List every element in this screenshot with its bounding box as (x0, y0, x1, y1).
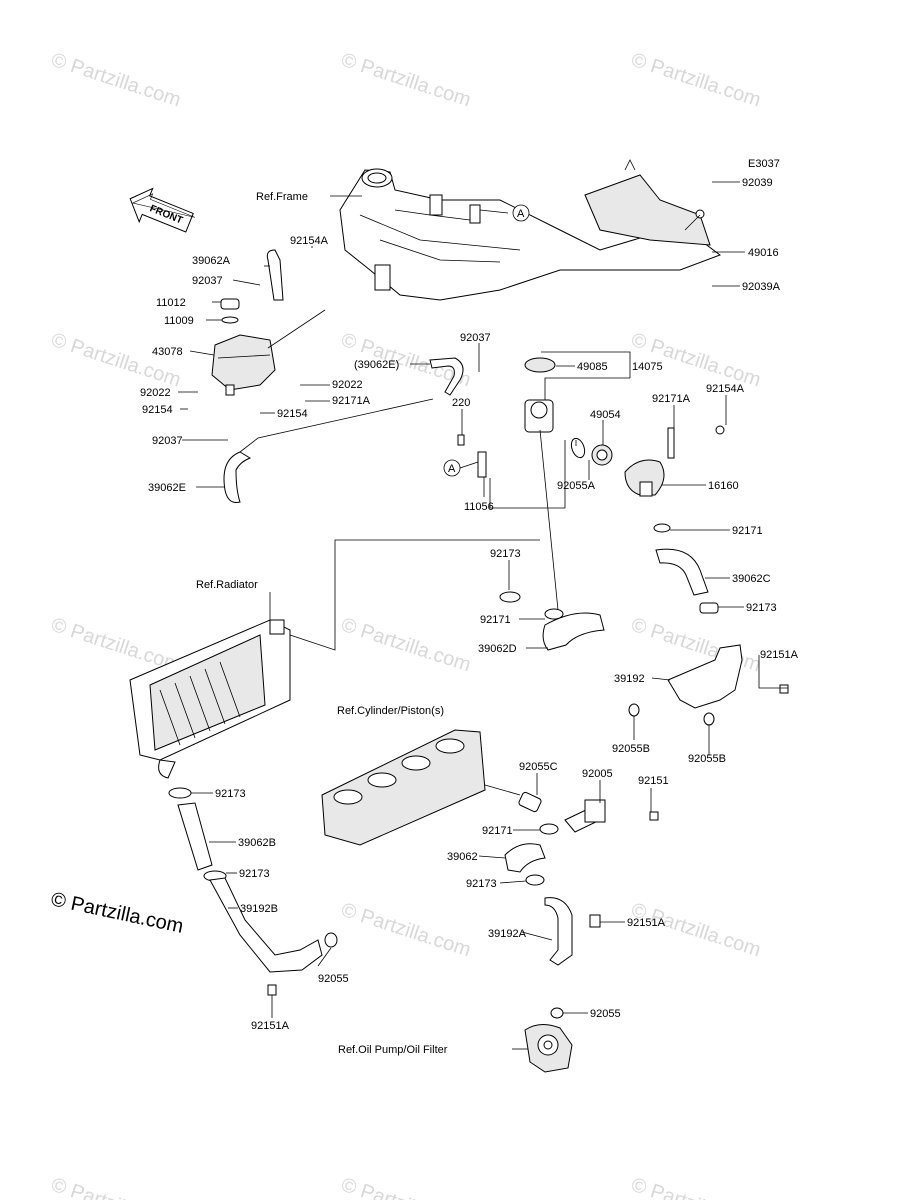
part-label: 92151A (627, 917, 666, 929)
part-label: 11056 (464, 501, 494, 513)
part-label: 92005 (582, 768, 613, 780)
callout-a-mid: A (443, 459, 479, 477)
callout-a-label: A (517, 208, 525, 220)
part-label: (39062E) (354, 359, 399, 371)
part-labels: 92039 49016 92039A 92154A 39062A 92037 1… (140, 177, 799, 1032)
radiator-drawing (129, 619, 291, 779)
cap-16160-drawing (624, 425, 725, 497)
part-label: 92037 (152, 435, 183, 447)
ref-cylinder-label: Ref.Cylinder/Piston(s) (337, 705, 444, 717)
part-label: 92173 (490, 548, 521, 560)
part-label: 92173 (239, 868, 270, 880)
reservoir-tank-drawing (211, 298, 276, 396)
part-label: 92055 (318, 973, 349, 985)
part-label: 92171 (482, 825, 513, 837)
hose-39062c-drawing (653, 523, 719, 614)
part-label: 92151 (638, 775, 669, 787)
part-label: 39062C (732, 573, 771, 585)
callout-a-label: A (448, 463, 456, 475)
part-label: 92173 (746, 602, 777, 614)
part-label: 11009 (164, 315, 194, 327)
ref-oil-pump-label: Ref.Oil Pump/Oil Filter (338, 1044, 448, 1056)
watermark: © Partzilla.com (338, 1174, 473, 1200)
part-label: 92055 (590, 1008, 621, 1020)
part-label: 92151A (760, 649, 799, 661)
part-label: 49016 (748, 247, 779, 259)
part-label: 92171A (332, 395, 371, 407)
cylinder-drawing (321, 729, 486, 846)
bracket-11056-drawing (457, 434, 487, 478)
thermostat-drawing (591, 444, 613, 466)
part-label: 92055C (519, 761, 558, 773)
watermark: © Partzilla.com (48, 329, 183, 392)
watermark: © Partzilla.com (338, 614, 473, 677)
watermark: © Partzilla.com (48, 49, 183, 112)
part-label: 92171 (480, 614, 511, 626)
part-label: 92154A (706, 383, 745, 395)
part-label: 39192B (240, 903, 278, 915)
part-label: 14075 (632, 361, 663, 373)
watermark: © Partzilla.com (48, 1174, 183, 1200)
part-label: 92055B (612, 743, 650, 755)
water-pipe-39192a-drawing (544, 897, 601, 1019)
watermark: © Partzilla.com (628, 1174, 763, 1200)
part-label: 220 (452, 397, 470, 409)
hose-39062e-upper (429, 357, 464, 396)
watermark: © Partzilla.com (338, 49, 473, 112)
part-label: 39062D (478, 643, 517, 655)
ref-radiator-label: Ref.Radiator (196, 579, 258, 591)
fitting-92005-drawing (518, 791, 659, 833)
part-label: 92171A (652, 393, 691, 405)
watermark: © Partzilla.com (628, 614, 763, 677)
hose-39062e (223, 451, 252, 503)
diagram-code: E3037 (748, 158, 780, 170)
thermostat-housing-drawing (524, 357, 586, 459)
part-label: 39192A (488, 928, 527, 940)
hose-39062b-drawing (168, 787, 227, 882)
part-label: 92154A (290, 235, 329, 247)
callout-a-top: A (512, 204, 530, 222)
part-label: 92055B (688, 753, 726, 765)
part-label: 43078 (152, 346, 183, 358)
part-label: 16160 (708, 480, 739, 492)
frame-drawing (339, 159, 722, 301)
hose-39062a (266, 249, 284, 301)
part-label: 39062B (238, 837, 276, 849)
part-label: 49085 (577, 361, 608, 373)
part-label: 92037 (460, 332, 491, 344)
part-label: 92173 (466, 878, 497, 890)
copyright-text: © Partzilla.com (49, 888, 185, 938)
hose-39062d-drawing (499, 591, 605, 651)
part-label: 39062 (447, 851, 478, 863)
watermark: © Partzilla.com (338, 899, 473, 962)
part-label: 39062E (148, 482, 186, 494)
watermark: © Partzilla.com (628, 49, 763, 112)
part-label: 92154 (277, 408, 308, 420)
part-label: 92173 (215, 788, 246, 800)
watermark: © Partzilla.com (628, 899, 763, 962)
ref-frame-label: Ref.Frame (256, 191, 308, 203)
water-pipe-39192-drawing (628, 644, 789, 726)
part-label: 92171 (732, 525, 763, 537)
part-label: 92022 (140, 387, 171, 399)
part-label: 92055A (557, 480, 596, 492)
leader-lines (178, 181, 788, 1050)
part-label: 92151A (251, 1020, 290, 1032)
front-arrow-icon: FRONT (129, 187, 196, 233)
part-label: 92022 (332, 379, 363, 391)
part-label: 92154 (142, 404, 173, 416)
part-label: 92037 (192, 275, 223, 287)
part-label: 92039 (742, 177, 773, 189)
part-label: 49054 (590, 409, 621, 421)
oil-pump-drawing (524, 1024, 573, 1073)
part-label: 39062A (192, 255, 231, 267)
part-label: 92039A (742, 281, 781, 293)
water-pipe-39192b-drawing (209, 877, 338, 996)
hose-39062-drawing (504, 823, 559, 886)
part-label: 39192 (614, 673, 645, 685)
part-label: 11012 (156, 297, 186, 309)
